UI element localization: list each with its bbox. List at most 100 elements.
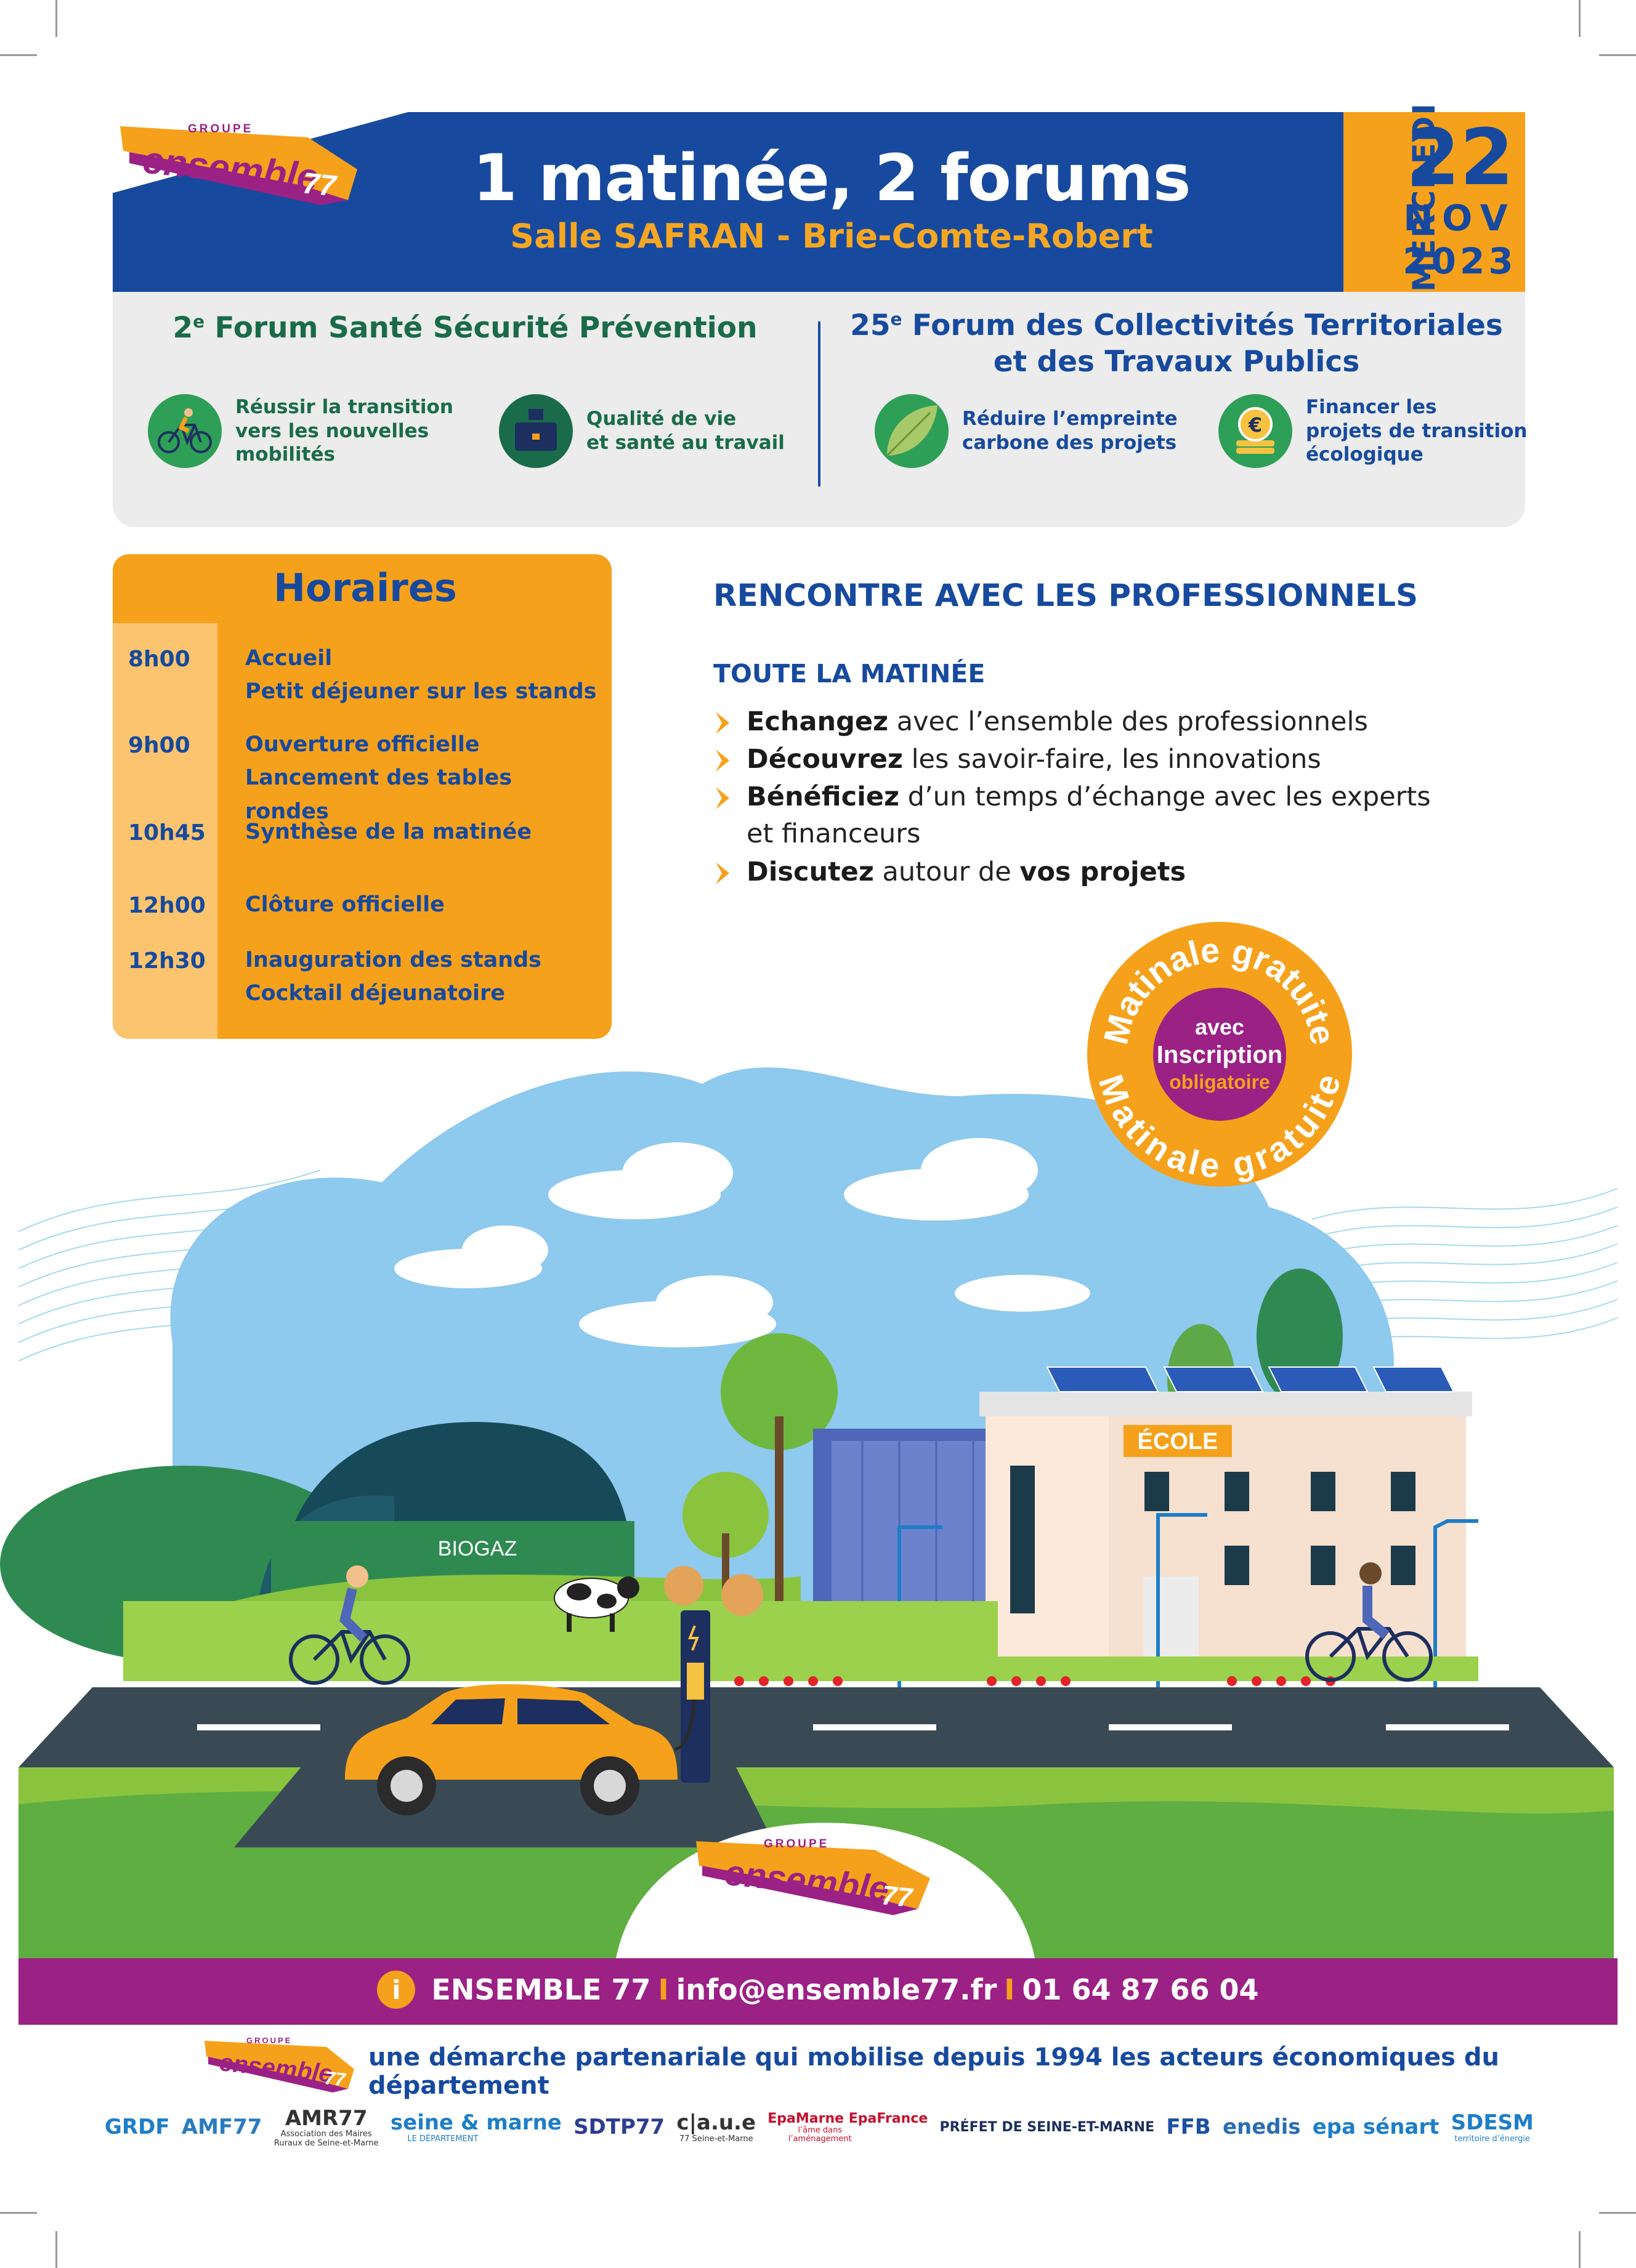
rencontre-subtitle: TOUTE LA MATINÉE: [713, 659, 986, 688]
info-icon: i: [377, 1971, 416, 2009]
partner-subtitle: l’âme dans l’aménagement: [788, 2125, 852, 2144]
cyclist-left: [289, 1630, 410, 1685]
rencontre-bullet: Découvrez les savoir-faire, les innovati…: [713, 741, 1321, 778]
partner-name: enedis: [1222, 2115, 1301, 2140]
badge-line3: obligatoire: [1169, 1071, 1270, 1093]
contact-band: [18, 1958, 1618, 2025]
contact-email[interactable]: info@ensemble77.fr: [676, 1973, 997, 2006]
partner-name: FFB: [1166, 2115, 1211, 2140]
schedule-time-column: [113, 623, 217, 1039]
chevron-right-icon: [716, 862, 729, 884]
date-day: 22: [1406, 112, 1514, 203]
date-year: 2023: [1403, 240, 1517, 282]
partner-subtitle: 77 Seine-et-Marne: [679, 2134, 753, 2144]
schedule-time: 10h45: [128, 820, 206, 845]
crop-mark: [55, 2231, 57, 2268]
forum2-title: 25e Forum des Collectivités Territoriale…: [850, 309, 1503, 379]
topic-mobility: Réussir la transition vers les nouvelles…: [148, 394, 453, 468]
date-month: NOV: [1403, 197, 1517, 239]
crop-mark: [1599, 2212, 1636, 2214]
leaf-icon: [875, 394, 949, 468]
partner-logo: PRÉFET DE SEINE-ET-MARNE: [940, 2120, 1155, 2135]
chevron-right-icon: [716, 787, 729, 809]
crop-mark: [0, 54, 37, 56]
partner-logo: SDTP77: [573, 2115, 665, 2139]
separator: I: [1004, 1973, 1015, 2006]
partner-name: AMF77: [181, 2115, 262, 2140]
ensemble77-logo-small: GROUPE ensemble 77: [204, 2036, 354, 2092]
separator: I: [658, 1973, 669, 2006]
city-illustration: BIOGAZ ÉCOLE: [0, 1067, 1618, 1958]
svg-text:77: 77: [880, 1880, 915, 1913]
schedule-title: Horaires: [273, 565, 457, 610]
tagline: une démarche partenariale qui mobilise d…: [368, 2043, 1499, 2100]
forum1-title: 2e Forum Santé Sécurité Prévention: [172, 311, 758, 345]
chevron-right-icon: [716, 749, 729, 772]
ecole-label: ÉCOLE: [1138, 1427, 1218, 1455]
contact-org: ENSEMBLE 77: [431, 1973, 651, 2006]
ecole-sign: [1124, 1425, 1232, 1457]
cow: [554, 1576, 639, 1632]
partner-subtitle: Association des Maires Ruraux de Seine-e…: [273, 2129, 379, 2148]
chevron-right-icon: [716, 712, 729, 734]
topic-carbon: Réduire l’empreinte carbone des projets: [875, 394, 1178, 468]
rencontre-bullet: Discutez autour de vos projets: [713, 854, 1186, 890]
partner-subtitle: territoire d’énergie: [1454, 2134, 1531, 2144]
schedule-item: Synthèse de la matinée: [245, 820, 532, 844]
partner-name: epa sénart: [1312, 2115, 1440, 2140]
partner-name: seine & marne: [390, 2110, 562, 2136]
partner-logo: AMF77: [181, 2115, 262, 2140]
svg-text:GROUPE: GROUPE: [246, 2036, 292, 2045]
crop-mark: [0, 2212, 37, 2214]
page-title: 1 matinée, 2 forums: [472, 140, 1191, 216]
partner-logo: epa sénart: [1312, 2115, 1440, 2140]
logo-group-label: GROUPE: [188, 123, 253, 135]
partner-name: PRÉFET DE SEINE-ET-MARNE: [939, 2119, 1155, 2135]
partner-subtitle: LE DÉPARTEMENT: [407, 2134, 479, 2144]
partner-name: EpaMarne EpaFrance: [767, 2110, 928, 2126]
partner-name: GRDF: [105, 2115, 170, 2140]
venue: Salle SAFRAN - Brie-Comte-Robert: [510, 217, 1153, 256]
briefcase-icon: [499, 394, 573, 468]
schedule-time: 12h00: [128, 893, 206, 918]
contact-phone[interactable]: 01 64 87 66 04: [1022, 1973, 1259, 2006]
svg-text:GROUPE: GROUPE: [764, 1838, 829, 1850]
free-morning-badge: Matinale gratuite Matinale gratuite avec…: [1087, 922, 1352, 1187]
euro-coin-icon: €: [1218, 394, 1292, 468]
date-box: [1343, 112, 1525, 292]
partner-logo: enedis: [1222, 2115, 1301, 2140]
crop-mark: [1579, 0, 1581, 37]
partner-name: AMR77: [285, 2106, 368, 2131]
badge-line1: avec: [1195, 1014, 1244, 1039]
crop-mark: [1599, 54, 1636, 56]
schedule-time: 8h00: [128, 647, 190, 672]
rencontre-bullet: Echangez avec l’ensemble des professionn…: [713, 703, 1368, 740]
car: [345, 1684, 697, 1815]
svg-text:€: €: [1248, 413, 1262, 437]
schedule-time: 9h00: [128, 733, 190, 758]
forums-divider: [818, 321, 820, 486]
partner-logo: FFB: [1166, 2115, 1211, 2140]
contact-line: i ENSEMBLE 77 I info@ensemble77.fr I 01 …: [18, 1971, 1618, 2009]
partner-name: SDESM: [1451, 2110, 1534, 2136]
partner-logo: GRDF: [105, 2115, 170, 2140]
bicycle-icon: [148, 394, 222, 468]
badge-line2: Inscription: [1157, 1041, 1282, 1068]
crop-mark: [55, 0, 57, 37]
solar-panels: [1046, 1366, 1455, 1392]
rencontre-title: RENCONTRE AVEC LES PROFESSIONNELS: [713, 578, 1418, 613]
svg-text:77: 77: [323, 2068, 347, 2090]
ensemble77-logo: GROUPE ensemble 77: [117, 114, 363, 206]
topic-finance: € Financer les projets de transition éco…: [1218, 394, 1527, 468]
biogaz-label: BIOGAZ: [438, 1537, 517, 1560]
clouds: [394, 1138, 1090, 1347]
